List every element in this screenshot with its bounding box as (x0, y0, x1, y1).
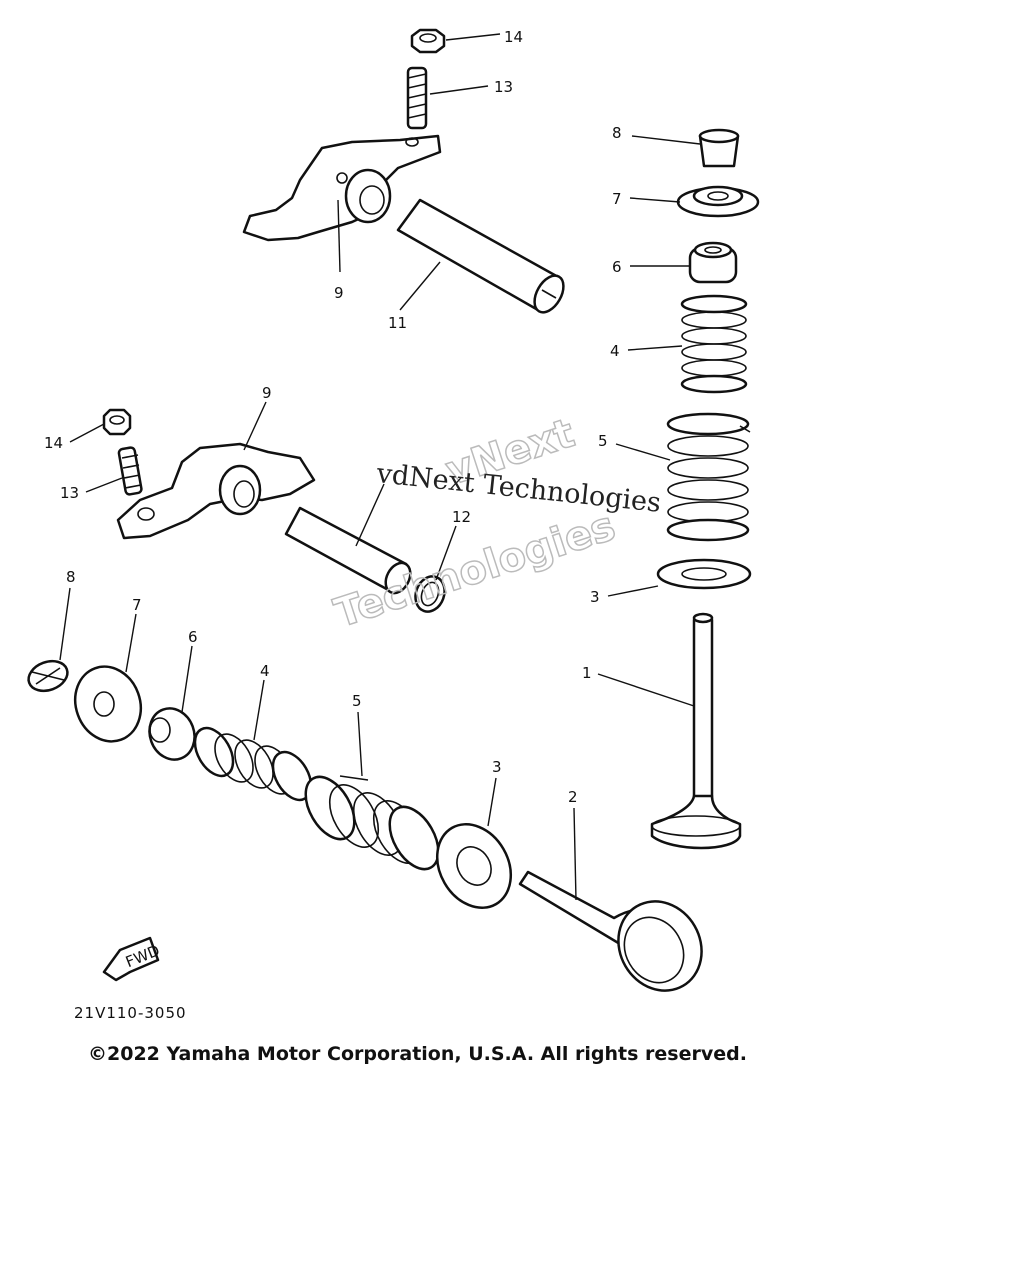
label-upper-9: 9 (334, 284, 344, 302)
middle-rocker-assembly (102, 408, 446, 613)
lower-valve-stack (27, 659, 703, 992)
part-number-labels: 14 13 9 11 8 7 6 4 5 3 1 9 14 13 12 8 7 … (44, 28, 622, 806)
inner-spring-lower (193, 726, 313, 802)
label-mid-13: 13 (60, 484, 79, 502)
label-right-6: 6 (612, 258, 622, 276)
label-right-5: 5 (598, 432, 608, 450)
valve-cotter-lower (27, 659, 69, 693)
label-mid-9: 9 (262, 384, 272, 402)
spring-retainer-lower (73, 665, 143, 743)
stem-seal-right (688, 241, 738, 284)
leader-lines (59, 33, 701, 901)
label-right-8: 8 (612, 124, 622, 142)
label-right-4: 4 (610, 342, 620, 360)
rocker-shaft-upper (396, 198, 565, 314)
adjuster-screw-middle (117, 446, 143, 496)
adjuster-screw-upper (406, 66, 428, 130)
adjuster-locknut-upper (410, 28, 446, 54)
label-low-6: 6 (188, 628, 198, 646)
watermark: vNext Technologies vdNext Technologies (328, 410, 662, 638)
label-low-7: 7 (132, 596, 142, 614)
spring-seat-lower (435, 823, 513, 909)
adjuster-locknut-middle (102, 408, 132, 436)
label-mid-12: 12 (452, 508, 471, 526)
right-valve-stack (650, 128, 760, 850)
spring-seat-right (656, 558, 752, 590)
label-upper-14: 14 (504, 28, 523, 46)
o-ring-12 (414, 575, 446, 613)
diagram-code: 21V110-3050 (74, 1004, 187, 1022)
rocker-arm-middle (116, 442, 316, 540)
spring-retainer-right (676, 185, 760, 218)
label-upper-11: 11 (388, 314, 407, 332)
valve-cotter-right (698, 128, 740, 168)
upper-rocker-assembly (242, 28, 565, 314)
label-low-5: 5 (352, 692, 362, 710)
valve-lower (518, 870, 703, 992)
forward-direction-marker: FWD (102, 936, 162, 982)
label-right-3: 3 (590, 588, 600, 606)
rocker-shaft-middle (284, 506, 412, 595)
label-right-1: 1 (582, 664, 592, 682)
label-right-7: 7 (612, 190, 622, 208)
outer-spring-lower (304, 775, 440, 871)
label-upper-13: 13 (494, 78, 513, 96)
copyright-notice: ©2022 Yamaha Motor Corporation, U.S.A. A… (88, 1043, 747, 1065)
label-low-8: 8 (66, 568, 76, 586)
label-low-2: 2 (568, 788, 578, 806)
valve-right (650, 612, 742, 850)
label-mid-14: 14 (44, 434, 63, 452)
rocker-arm-upper (242, 134, 442, 242)
inner-spring-right (680, 294, 748, 394)
label-low-4: 4 (260, 662, 270, 680)
label-low-3: 3 (492, 758, 502, 776)
outer-spring-right (666, 412, 751, 542)
stem-seal-lower (148, 707, 196, 761)
